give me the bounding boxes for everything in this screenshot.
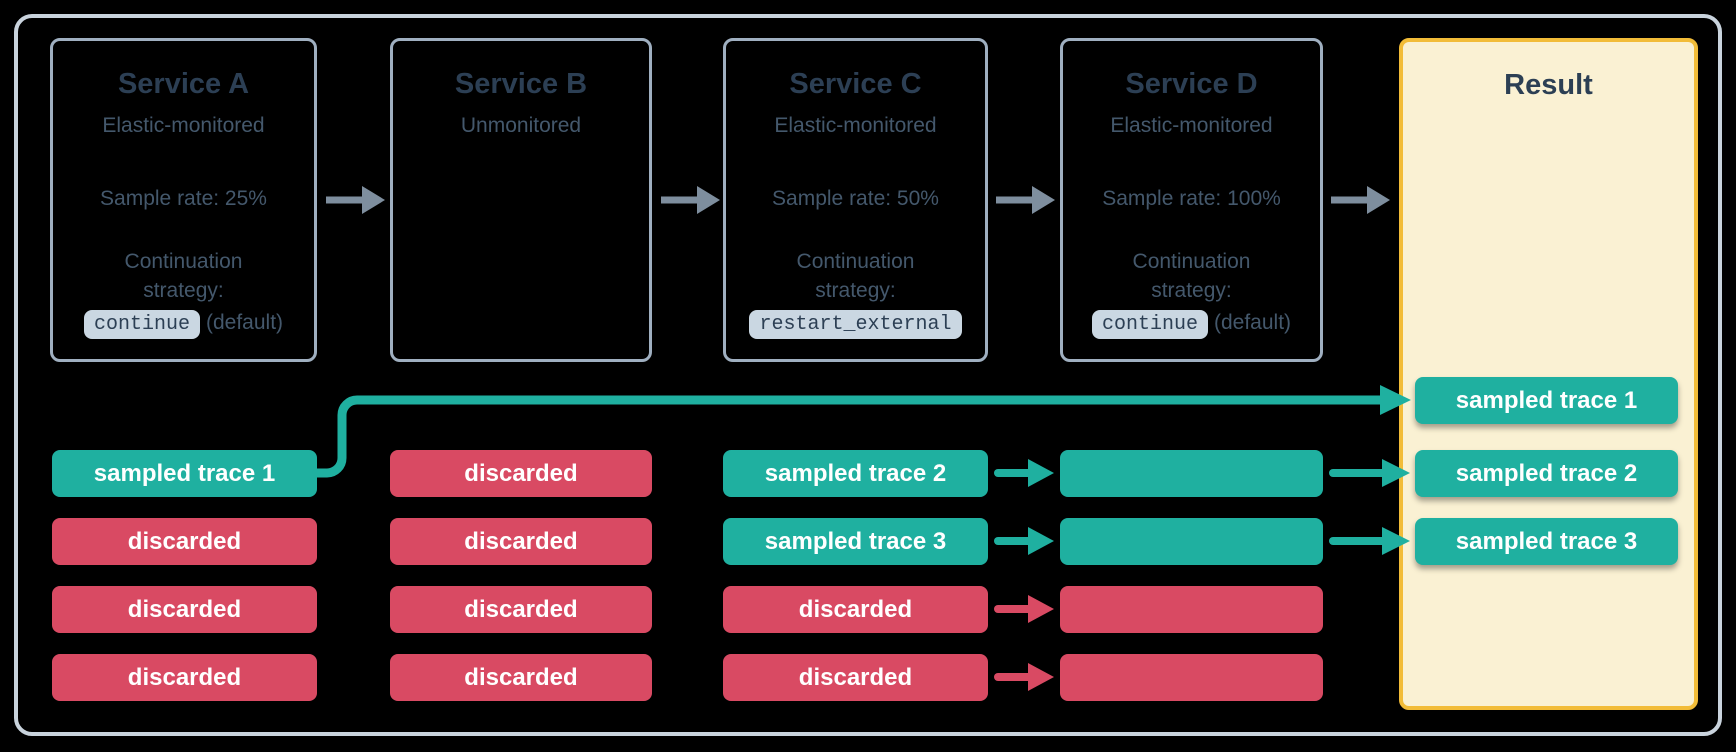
service-c-title: Service C [789,68,922,100]
service-b-monitoring: Unmonitored [460,114,582,137]
service-d-sample-rate: Sample rate: 100% [1102,187,1281,210]
result-box: Result [1399,38,1698,710]
trace-pill-a2: discarded [52,518,317,565]
service-box-a: Service A Elastic-monitored Sample rate:… [50,38,317,362]
service-d-title: Service D [1125,68,1258,100]
result-pill-1: sampled trace 1 [1415,377,1678,424]
trace-pill-a4: discarded [52,654,317,701]
service-box-c: Service C Elastic-monitored Sample rate:… [723,38,988,362]
outer-frame [14,14,1722,736]
service-d-continuation-label: Continuation strategy: [1132,250,1251,302]
result-pill-3: sampled trace 3 [1415,518,1678,565]
service-box-d: Service D Elastic-monitored Sample rate:… [1060,38,1323,362]
trace-pill-b3: discarded [390,586,652,633]
service-d-strategy-note: (default) [1213,311,1292,334]
service-a-continuation-label: Continuation strategy: [124,250,243,302]
trace-pill-c1: sampled trace 2 [723,450,988,497]
trace-pill-b2: discarded [390,518,652,565]
service-c-sample-rate: Sample rate: 50% [772,187,939,210]
result-title: Result [1504,69,1593,101]
service-a-strategy-note: (default) [205,311,284,334]
service-a-title: Service A [117,68,250,100]
trace-pill-a3: discarded [52,586,317,633]
service-box-b: Service B Unmonitored [390,38,652,362]
service-d-strategy-chip: continue [1091,310,1208,339]
result-pill-2: sampled trace 2 [1415,450,1678,497]
service-a-monitoring: Elastic-monitored [102,114,265,137]
service-c-strategy-chip: restart_external [749,310,962,339]
trace-pill-b1: discarded [390,450,652,497]
service-c-monitoring: Elastic-monitored [774,114,937,137]
trace-pill-a1: sampled trace 1 [52,450,317,497]
service-a-strategy-row: continue(default) [53,310,314,339]
service-a-sample-rate: Sample rate: 25% [100,187,267,210]
trace-bar-d1 [1060,450,1323,497]
service-d-strategy-row: continue(default) [1063,310,1320,339]
trace-pill-c2: sampled trace 3 [723,518,988,565]
service-c-continuation-label: Continuation strategy: [796,250,915,302]
service-a-strategy-chip: continue [83,310,200,339]
trace-pill-c4: discarded [723,654,988,701]
trace-pill-b4: discarded [390,654,652,701]
trace-bar-d3 [1060,586,1323,633]
trace-bar-d4 [1060,654,1323,701]
service-d-monitoring: Elastic-monitored [1110,114,1273,137]
trace-pill-c3: discarded [723,586,988,633]
trace-bar-d2 [1060,518,1323,565]
service-c-strategy-row: restart_external [726,310,985,339]
service-b-title: Service B [454,68,588,100]
